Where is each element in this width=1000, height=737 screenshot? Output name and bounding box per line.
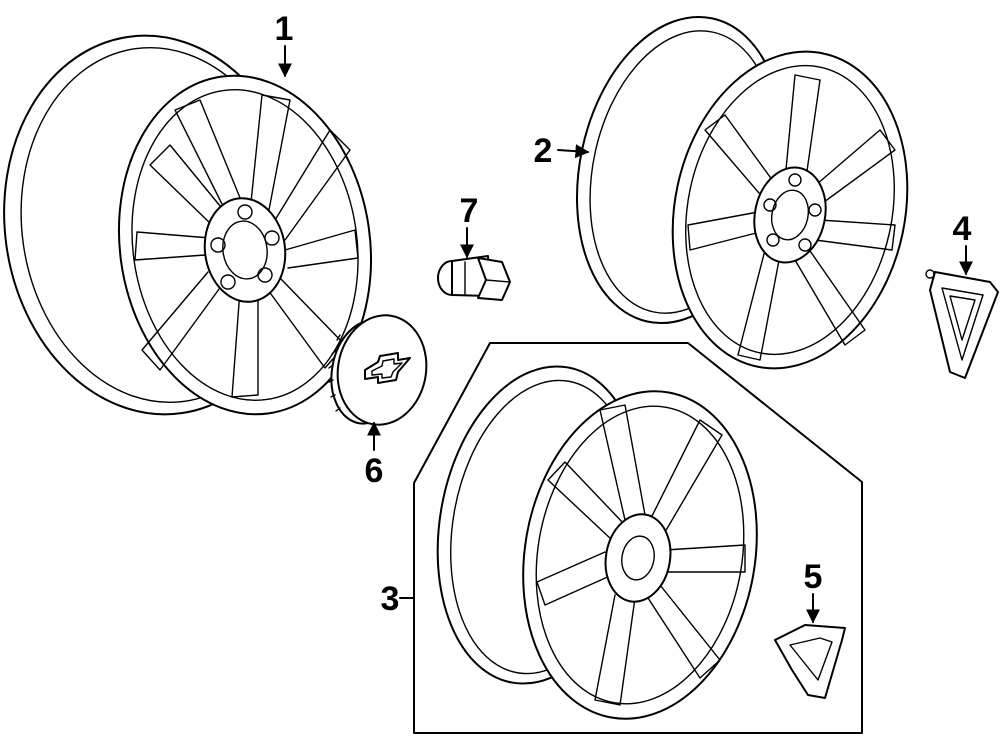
callout-2: 2 [534,132,553,170]
leader-lines [278,45,973,624]
wheel-3-drawing [436,365,758,720]
callout-4: 4 [953,210,972,248]
wheel-3-bounding-box [413,342,863,734]
callout-3: 3 [381,580,400,618]
spoke-insert-5-drawing [774,624,846,699]
callout-6: 6 [365,452,384,490]
callout-7: 7 [460,192,479,230]
spoke-insert-4-drawing [925,269,999,379]
callout-5: 5 [804,558,823,596]
wheel-2-drawing [576,15,909,370]
lug-nut-7-drawing [437,255,511,301]
callout-1: 1 [275,10,294,48]
callout-labels: 1 2 3 4 5 6 7 [275,10,972,618]
wheel-1-drawing [3,34,373,416]
leader-2 [557,144,590,159]
